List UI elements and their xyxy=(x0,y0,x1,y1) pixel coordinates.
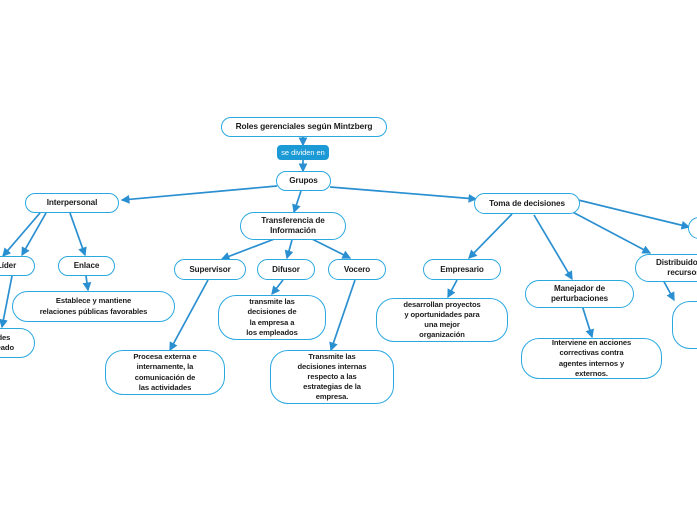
node-distribuidor-label: Distribuidor de recursos xyxy=(655,258,697,277)
node-empresario-description[interactable]: desarrollan proyectos y oportunidades pa… xyxy=(376,298,508,342)
edge-enlace-desc xyxy=(82,275,92,292)
node-vocero-label: Vocero xyxy=(343,264,371,274)
edge-toma-distribuidor xyxy=(564,207,652,254)
node-negociador-description-clipped[interactable] xyxy=(672,301,697,349)
node-toma-label: Toma de decisiones xyxy=(489,198,565,208)
node-manejador-label: Manejador de perturbaciones xyxy=(550,284,609,303)
node-toma-de-decisiones[interactable]: Toma de decisiones xyxy=(474,193,580,214)
node-vocero-description-label: Transmite las decisiones internas respec… xyxy=(297,351,367,402)
edge-grupos-interpersonal xyxy=(120,185,278,204)
node-supervisor-label: Supervisor xyxy=(189,264,231,274)
node-supervisor[interactable]: Supervisor xyxy=(174,259,246,280)
edge-grupos-transferencia xyxy=(292,190,302,214)
node-empresario-label: Empresario xyxy=(440,264,484,274)
node-interpersonal[interactable]: Interpersonal xyxy=(25,193,119,213)
node-transferencia-informacion[interactable]: Transferencia de Información xyxy=(240,212,346,240)
node-difusor[interactable]: Difusor xyxy=(257,259,315,280)
node-lider-description-clipped[interactable]: ...vidades ...planteado xyxy=(0,328,35,358)
edge-transferencia-supervisor xyxy=(220,237,278,261)
edge-toma-negociadorclipped xyxy=(569,197,691,230)
edge-toma-empresario xyxy=(468,213,513,259)
node-enlace-description[interactable]: Establece y mantiene relaciones públicas… xyxy=(12,291,175,322)
node-lider-description-clipped-label: ...vidades ...planteado xyxy=(0,332,14,352)
edge-difusor-desc xyxy=(271,279,284,296)
node-supervisor-description[interactable]: Procesa externa e internamente, la comun… xyxy=(105,350,225,395)
node-enlace-label: Enlace xyxy=(73,261,100,271)
node-empresario-description-label: desarrollan proyectos y oportunidades pa… xyxy=(403,299,481,340)
node-enlace-description-label: Establece y mantiene relaciones públicas… xyxy=(39,296,148,316)
node-enlace[interactable]: Enlace xyxy=(58,256,115,276)
edge-label-text: se dividen en xyxy=(281,148,325,157)
edge-interpersonal-enlace xyxy=(69,212,87,257)
node-difusor-description-label: transmite las decisiones de la empresa a… xyxy=(246,297,298,337)
node-difusor-description[interactable]: transmite las decisiones de la empresa a… xyxy=(218,295,326,340)
node-lider[interactable]: Líder xyxy=(0,256,35,276)
node-vocero[interactable]: Vocero xyxy=(328,259,386,280)
node-vocero-description[interactable]: Transmite las decisiones internas respec… xyxy=(270,350,394,404)
edge-interpersonal-lider xyxy=(21,212,47,257)
node-transferencia-label: Transferencia de Información xyxy=(261,216,325,235)
node-grupos[interactable]: Grupos xyxy=(276,171,331,191)
node-distribuidor-recursos[interactable]: Distribuidor de recursos xyxy=(635,254,697,282)
edge-supervisor-desc xyxy=(169,279,209,352)
edge-lider-descclipped xyxy=(0,275,13,329)
node-grupos-label: Grupos xyxy=(289,176,318,186)
node-supervisor-description-label: Procesa externa e internamente, la comun… xyxy=(133,352,197,392)
edge-interpersonal-leftclipped xyxy=(2,212,41,258)
node-manejador-perturbaciones[interactable]: Manejador de perturbaciones xyxy=(525,280,634,308)
node-interpersonal-label: Interpersonal xyxy=(46,198,98,208)
edge-grupos-toma xyxy=(329,186,478,203)
node-root[interactable]: Roles gerenciales según Mintzberg xyxy=(221,117,387,137)
node-empresario[interactable]: Empresario xyxy=(423,259,501,280)
node-manejador-description-label: Interviene en acciones correctivas contr… xyxy=(551,338,632,378)
edge-label-se-dividen-en[interactable]: se dividen en xyxy=(277,145,329,160)
node-lider-label: Líder xyxy=(0,261,17,271)
node-manejador-description[interactable]: Interviene en acciones correctivas contr… xyxy=(521,338,662,379)
node-root-label: Roles gerenciales según Mintzberg xyxy=(235,121,373,132)
edge-transferencia-vocero xyxy=(311,238,352,259)
edge-empresario-desc xyxy=(447,279,458,299)
node-difusor-label: Difusor xyxy=(272,264,300,274)
edge-vocero-desc xyxy=(329,279,356,352)
edge-transferencia-difusor xyxy=(284,239,294,260)
edge-toma-manejador xyxy=(533,214,573,281)
